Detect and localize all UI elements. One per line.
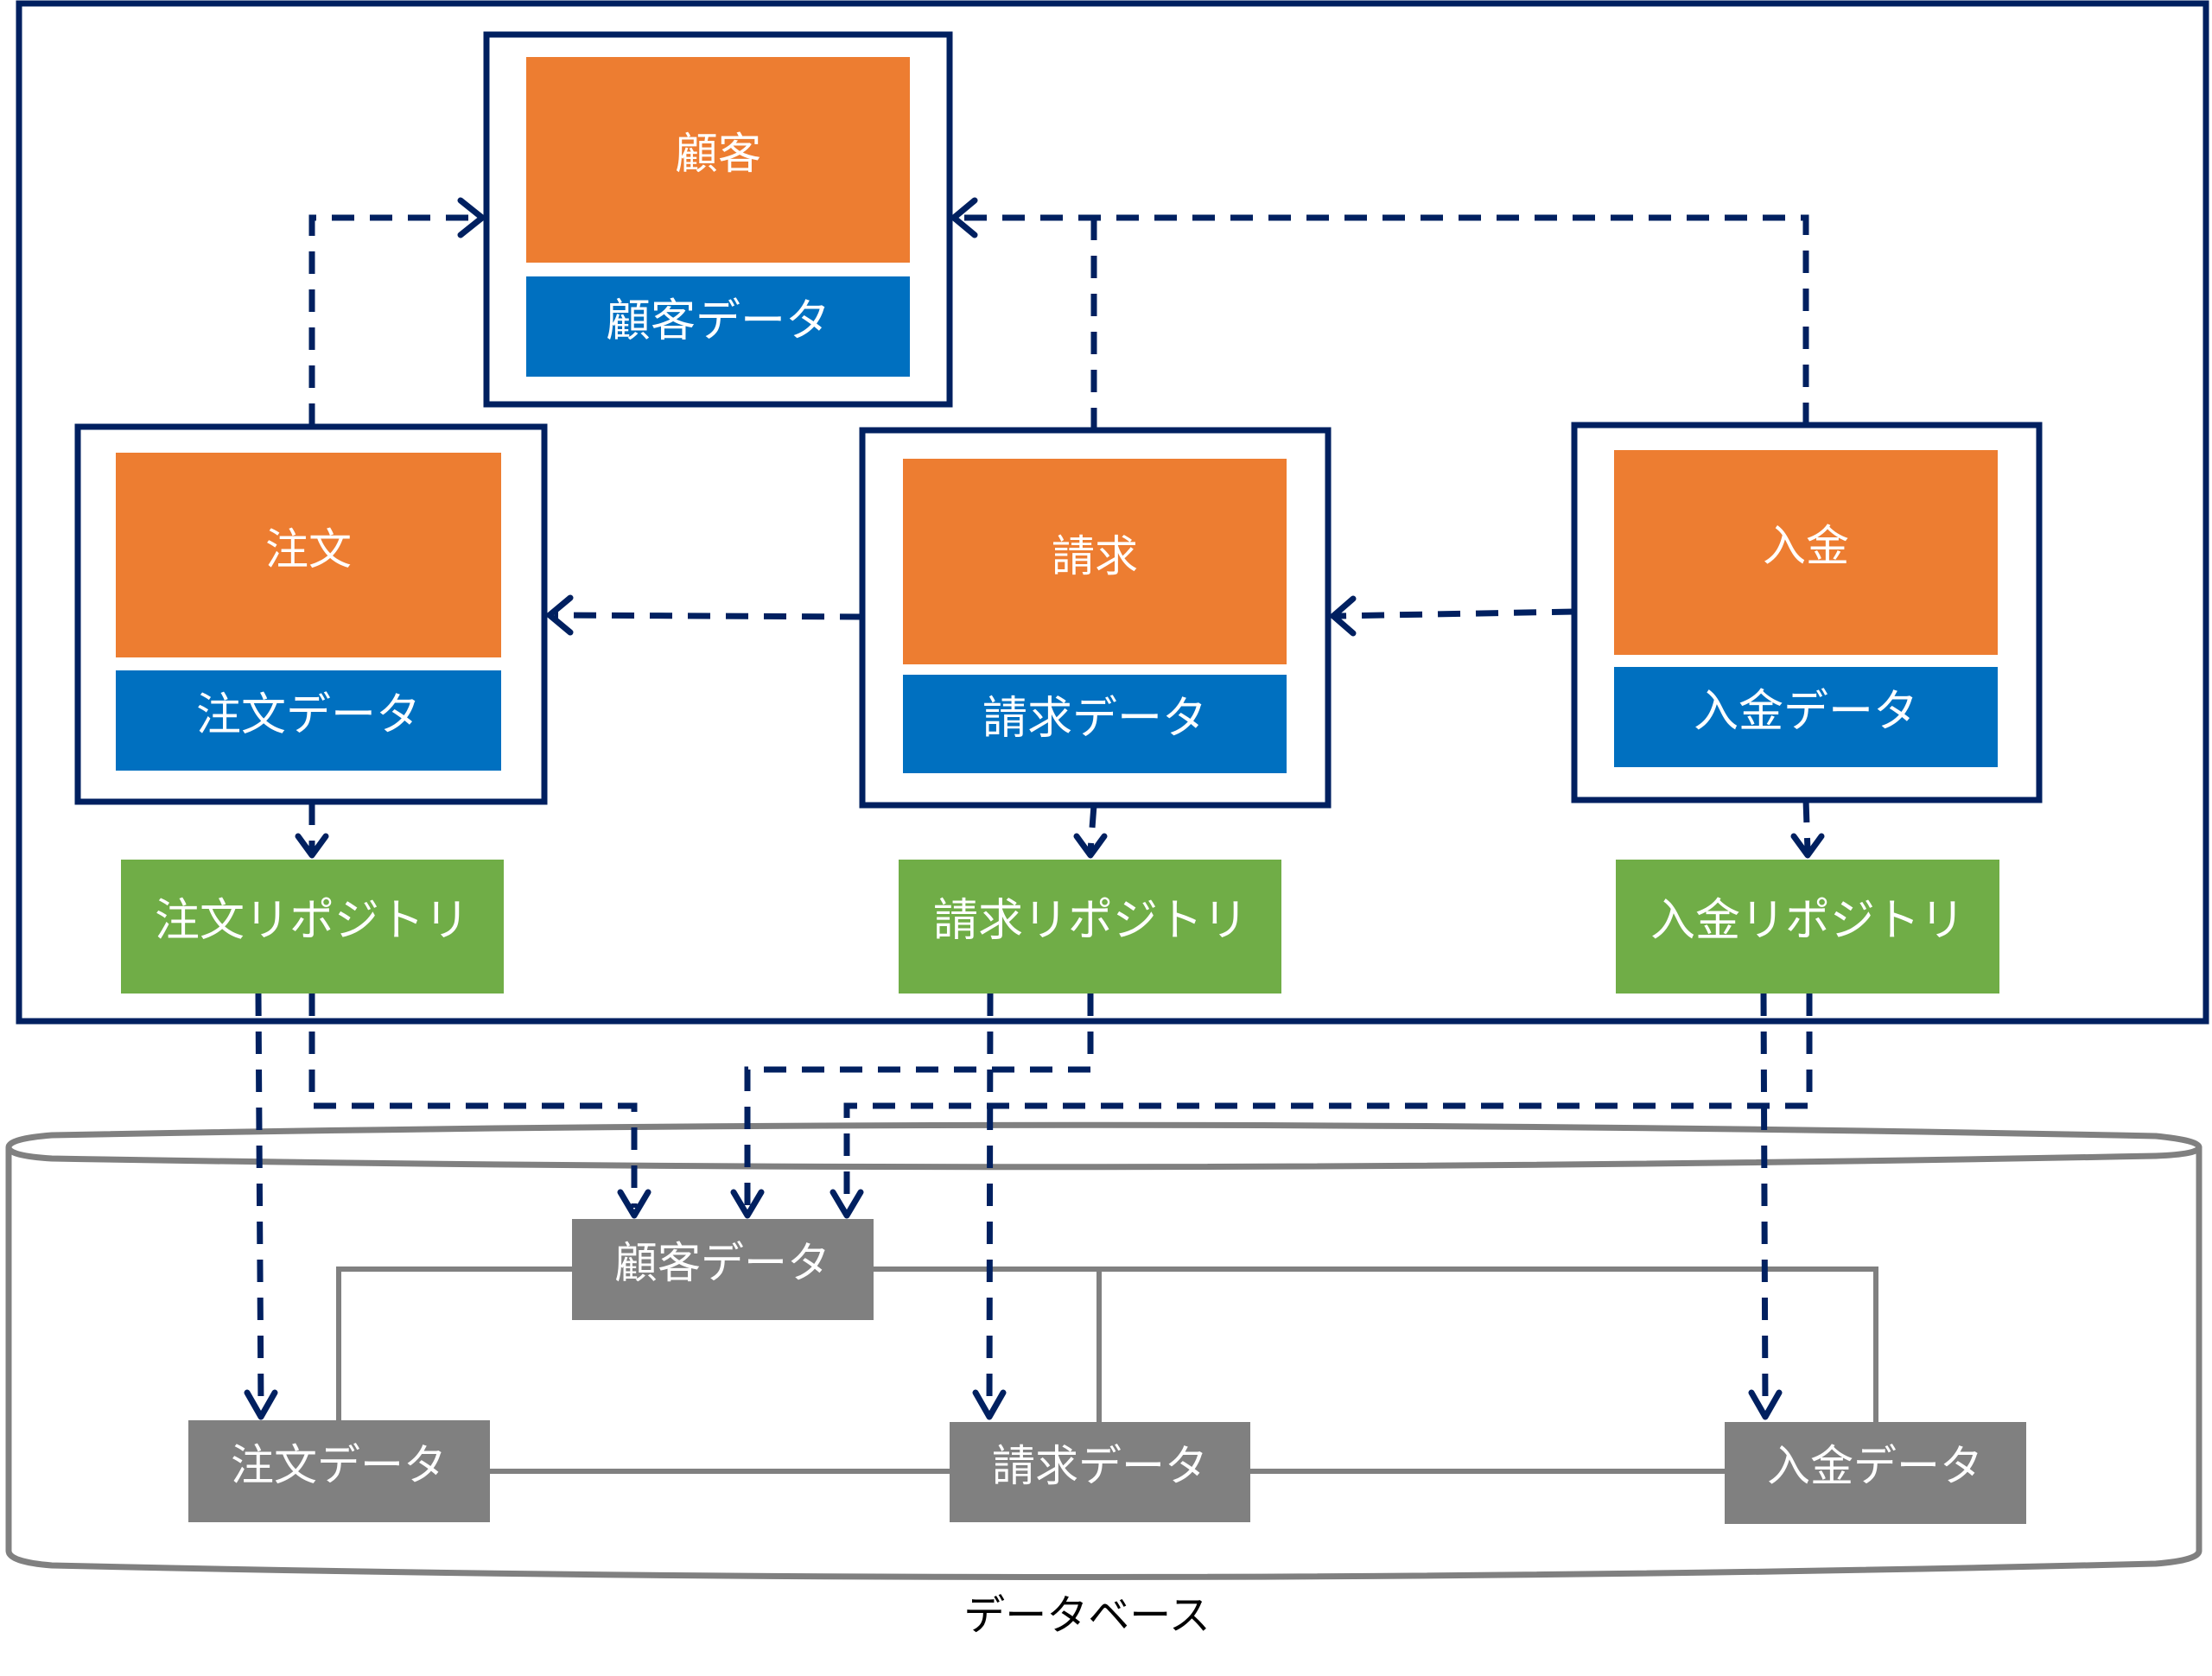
context-payment-data-label: 入金データ xyxy=(1694,686,1918,738)
repository-order-box[interactable] xyxy=(121,860,504,994)
arrow-head-icon xyxy=(1748,1389,1783,1420)
arrow-head-icon xyxy=(244,1389,278,1420)
context-customer[interactable]: 顧客 顧客データ xyxy=(483,31,953,408)
arrow-head-icon xyxy=(950,197,978,238)
arrow-head-icon xyxy=(972,1389,1007,1420)
context-billing-label: 請求 xyxy=(1052,531,1138,581)
database-caption: データベース xyxy=(963,1591,1211,1640)
repository-billing-box[interactable] xyxy=(899,860,1281,994)
dependency-payment-to-billing xyxy=(1337,608,1575,619)
repository-order-label: 注文リポジトリ xyxy=(155,895,469,947)
relation-customer-order xyxy=(336,1267,572,1420)
repository-billing-label: 請求リポジトリ xyxy=(933,895,1248,947)
database-cylinder-top xyxy=(5,1121,2202,1171)
db-table-customer-box[interactable] xyxy=(572,1219,874,1320)
db-table-payment-label: 入金データ xyxy=(1767,1441,1983,1491)
arrow-head-icon xyxy=(617,1189,652,1219)
context-billing[interactable]: 請求 請求データ xyxy=(859,427,1332,809)
repository-payment-box[interactable] xyxy=(1616,860,1999,994)
context-dependencies xyxy=(295,197,1825,859)
arrow-head-icon xyxy=(1073,833,1108,859)
db-table-payment-box[interactable] xyxy=(1725,1422,2026,1524)
db-table-billing[interactable]: 請求データ xyxy=(950,1422,1250,1522)
context-order-label: 注文 xyxy=(265,524,352,575)
db-table-order-label: 注文データ xyxy=(231,1440,447,1490)
db-table-order-box[interactable] xyxy=(188,1420,490,1522)
db-table-billing-label: 請求データ xyxy=(992,1441,1208,1491)
arrow-head-icon xyxy=(1330,595,1357,637)
db-table-customer[interactable]: 顧客データ xyxy=(572,1219,874,1320)
arrow-head-icon xyxy=(830,1189,864,1219)
dependency-payment-to-customer xyxy=(959,214,1809,425)
context-customer-label: 顧客 xyxy=(675,129,761,179)
arrow-head-icon xyxy=(295,833,329,859)
context-order-data[interactable] xyxy=(116,670,501,771)
access-billing-repo-to-customer-data xyxy=(744,994,1094,1208)
context-customer-domain[interactable] xyxy=(526,57,910,263)
repository-db-access xyxy=(244,993,1813,1420)
repository-billing[interactable]: 請求リポジトリ xyxy=(899,860,1281,994)
context-payment[interactable]: 入金 入金データ xyxy=(1571,422,2043,803)
access-payment-repo-to-customer-data xyxy=(843,994,1813,1208)
access-order-repo-to-customer-data xyxy=(308,994,638,1208)
dependency-billing-to-order xyxy=(554,612,863,620)
db-table-customer-label: 顧客データ xyxy=(614,1238,830,1288)
context-billing-data-label: 請求データ xyxy=(982,693,1207,745)
access-payment-repo-to-payment-data xyxy=(1760,993,1769,1411)
context-payment-label: 入金 xyxy=(1763,521,1849,571)
context-payment-domain[interactable] xyxy=(1614,450,1998,655)
db-table-billing-box[interactable] xyxy=(950,1422,1250,1522)
dependency-billing-to-repository xyxy=(1087,804,1097,852)
context-order-domain[interactable] xyxy=(116,453,501,657)
access-order-repo-to-order-data xyxy=(255,993,264,1411)
repository-order[interactable]: 注文リポジトリ xyxy=(121,860,504,994)
repository-payment[interactable]: 入金リポジトリ xyxy=(1616,860,1999,994)
db-table-order[interactable]: 注文データ xyxy=(188,1420,490,1522)
arrow-head-icon xyxy=(457,197,486,238)
db-table-payment[interactable]: 入金データ xyxy=(1725,1422,2026,1524)
dependency-order-to-customer xyxy=(308,214,475,426)
context-customer-data[interactable] xyxy=(526,276,910,377)
arrow-head-icon xyxy=(730,1189,765,1219)
dependency-payment-to-repository xyxy=(1802,799,1811,852)
context-billing-domain[interactable] xyxy=(903,459,1287,664)
context-payment-data[interactable] xyxy=(1614,667,1998,767)
repository-payment-label: 入金リポジトリ xyxy=(1650,895,1965,947)
context-billing-data[interactable] xyxy=(903,675,1287,773)
arrow-head-icon xyxy=(1790,833,1825,859)
context-customer-data-label: 顧客データ xyxy=(606,295,830,347)
access-billing-repo-to-billing-data xyxy=(986,993,994,1411)
context-order[interactable]: 注文 注文データ xyxy=(74,423,548,805)
db-relations xyxy=(336,1267,1878,1474)
arrow-head-icon xyxy=(546,594,574,636)
context-order-data-label: 注文データ xyxy=(196,689,421,741)
relation-customer-billing-payment xyxy=(874,1267,1878,1422)
